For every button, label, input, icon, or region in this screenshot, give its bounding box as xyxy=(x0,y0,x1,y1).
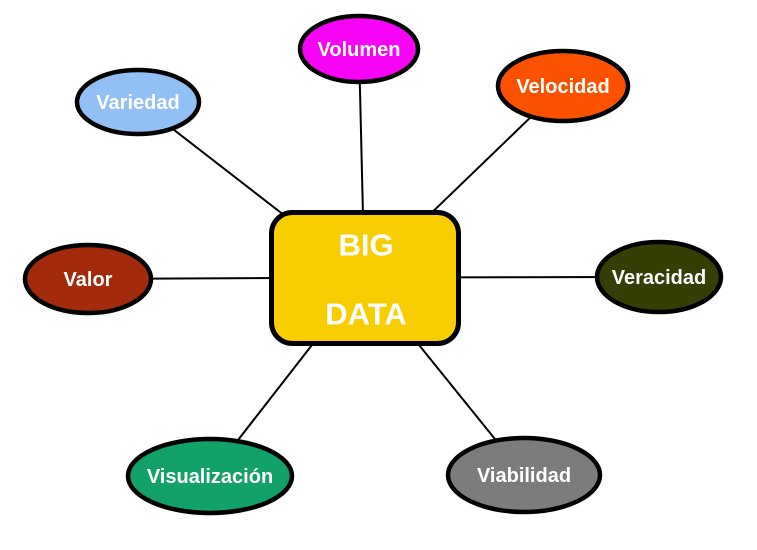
node-bigdata-shape[interactable] xyxy=(269,210,461,346)
node-volumen-shape[interactable] xyxy=(297,13,421,85)
node-viabilidad-label: Viabilidad xyxy=(477,465,571,487)
node-bigdata-label-line2: DATA xyxy=(325,297,407,332)
node-visualizacion[interactable]: Visualización xyxy=(125,436,295,516)
node-volumen[interactable]: Volumen xyxy=(297,13,421,85)
node-visualizacion-shape[interactable] xyxy=(125,436,295,516)
node-velocidad-shape[interactable] xyxy=(495,48,631,124)
node-variedad-label: Variedad xyxy=(96,92,179,114)
node-valor[interactable]: Valor xyxy=(22,242,154,316)
node-valor-label: Valor xyxy=(64,269,113,291)
node-veracidad[interactable]: Veracidad xyxy=(594,239,724,315)
node-valor-shape[interactable] xyxy=(22,242,154,316)
node-velocidad[interactable]: Velocidad xyxy=(495,48,631,124)
node-bigdata-label-line1: BIG xyxy=(338,228,393,263)
node-bigdata[interactable]: BIG DATA xyxy=(269,210,461,346)
node-viabilidad-shape[interactable] xyxy=(445,435,603,515)
node-veracidad-label: Veracidad xyxy=(612,267,707,289)
node-viabilidad[interactable]: Viabilidad xyxy=(445,435,603,515)
node-veracidad-shape[interactable] xyxy=(594,239,724,315)
node-visualizacion-label: Visualización xyxy=(147,466,273,488)
node-variedad[interactable]: Variedad xyxy=(74,67,202,137)
node-volumen-label: Volumen xyxy=(318,39,401,61)
node-variedad-shape[interactable] xyxy=(74,67,202,137)
node-velocidad-label: Velocidad xyxy=(516,76,609,98)
